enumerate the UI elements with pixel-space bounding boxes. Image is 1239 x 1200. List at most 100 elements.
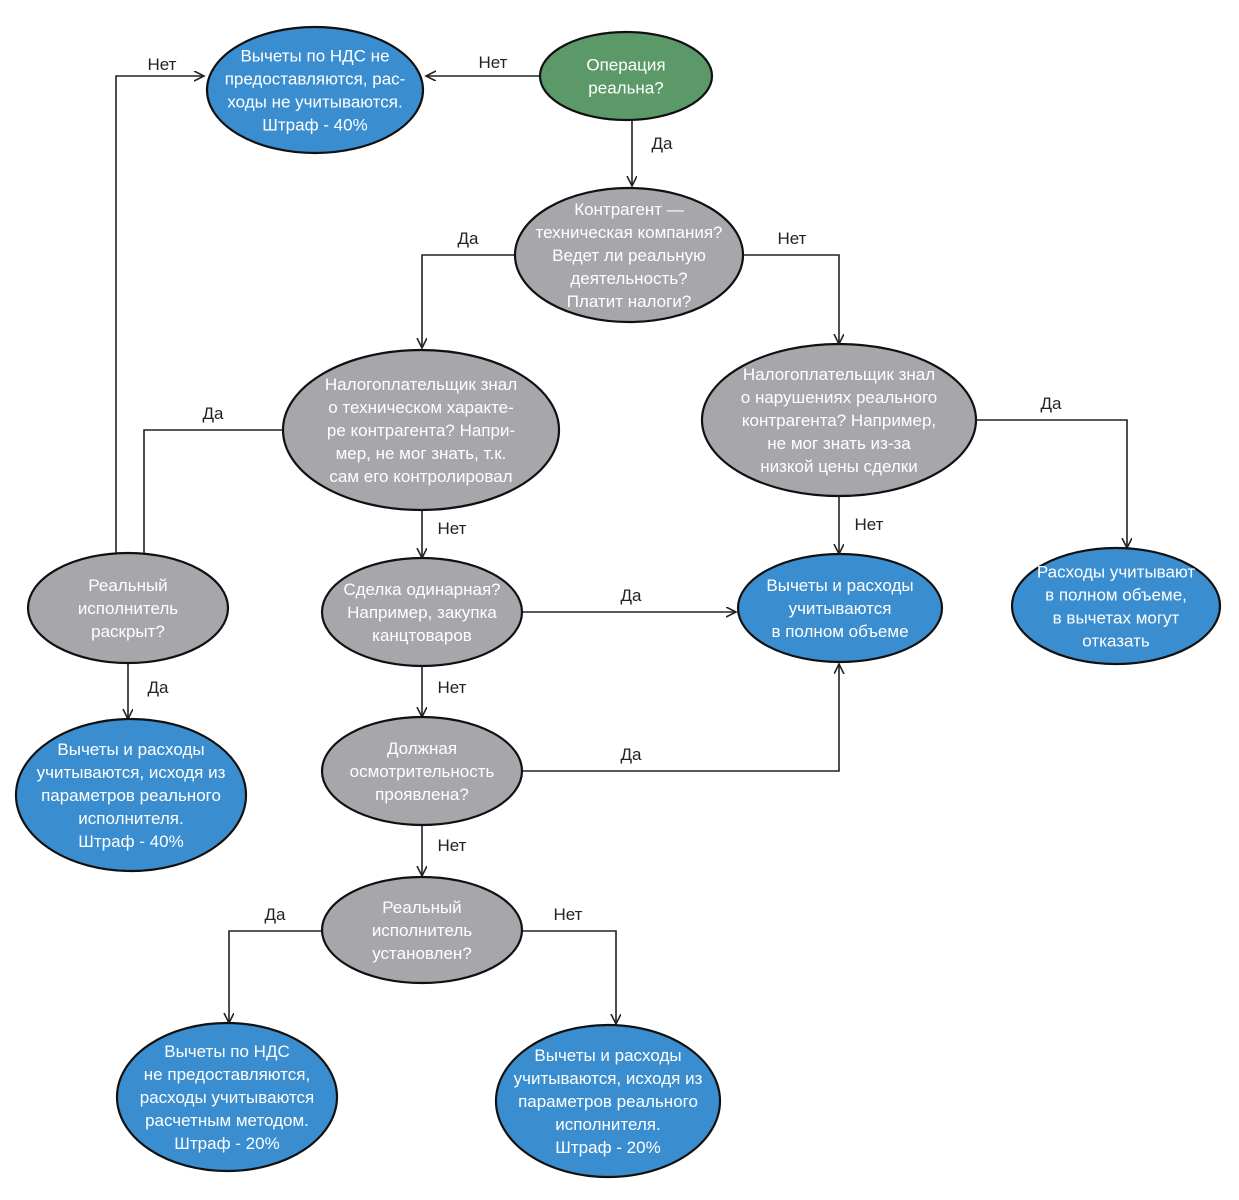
node-text-line: реальна? [588,79,663,98]
node-text-line: Расходы учитывают [1037,563,1196,582]
node-n2-outcome: Вычеты по НДС не предоставляются, рас-ход… [205,25,425,155]
outcome-ellipse [494,1023,722,1179]
node-text-line: учитываются, исходя из [37,763,226,782]
node-text-line: мер, не мог знать, т.к. [336,444,507,463]
node-text-line: предоставляются, рас- [225,70,406,89]
node-text-line: Налогоплательщик знал [743,365,935,384]
node-text-line: расходы учитываются [140,1088,315,1107]
node-text-line: ре контрагента? Напри- [327,421,515,440]
node-n4-decision: Налогоплательщик знал о техническом харак… [281,348,561,512]
edge-label-n4-n6: Да [203,404,225,423]
node-n8-outcome: Вычеты и расходы учитываются в полном объе… [736,552,944,664]
node-text-line: о техническом характе- [328,398,514,417]
decision-ellipse [26,551,230,665]
edge-label-n5-n9: Да [1041,394,1063,413]
connector-n11-n8 [522,664,839,772]
connectors [115,76,1127,1024]
node-text-line: Должная [387,739,457,758]
node-text-line: ходы не учитываются. [227,93,402,112]
node-text-line: исполнитель [372,921,472,940]
outcome-ellipse [736,552,944,664]
edge-label-n3-n4: Да [458,229,480,248]
outcome-ellipse [115,1021,339,1173]
node-text-line: исполнителя. [78,809,183,828]
node-n5-decision: Налогоплательщик знал о нарушениях реальн… [700,342,978,498]
node-text-line: Вычеты и расходы [534,1046,681,1065]
decision-ellipse [700,342,978,498]
edge-label-n1-n3: Да [652,134,674,153]
connector-n12-n13 [229,930,322,1023]
node-text-line: о нарушениях реального [741,388,937,407]
node-text-line: проявлена? [375,785,469,804]
decision-ellipse [320,875,524,985]
node-text-line: низкой цены сделки [760,457,917,476]
node-text-line: деятельность? [570,269,687,288]
connector-n5-n9 [976,419,1127,548]
connector-n6-n2 [115,76,204,562]
node-text-line: Например, закупка [347,603,497,622]
node-text-line: расчетным методом. [145,1111,309,1130]
node-text-line: Реальный [382,898,461,917]
node-text-line: Сделка одинарная? [343,580,500,599]
node-text-line: учитываются [789,599,892,618]
edge-label-n6-n10: Да [148,678,170,697]
node-text-line: не мог знать из-за [767,434,911,453]
start-ellipse [538,30,714,122]
node-text-line: учитываются, исходя из [514,1069,703,1088]
node-text-line: Платит налоги? [567,292,692,311]
node-n7-decision: Сделка одинарная?Например, закупкаканцто… [320,556,524,668]
node-text-line: параметров реального [518,1092,698,1111]
node-text-line: Вычеты по НДС [164,1042,289,1061]
node-n13-outcome: Вычеты по НДС не предоставляются, расходы … [115,1021,339,1173]
node-text-line: Штраф - 40% [78,832,183,851]
edge-label-n6-n2: Нет [148,55,177,74]
node-text-line: исполнитель [78,599,178,618]
connector-n3-n5 [743,254,839,344]
node-text-line: осмотрительность [350,762,495,781]
edge-label-n1-n2: Нет [479,53,508,72]
node-text-line: техническая компания? [535,223,722,242]
node-text-line: Контрагент — [574,200,684,219]
node-text-line: Налогоплательщик знал [325,375,517,394]
node-text-line: исполнителя. [555,1115,660,1134]
edge-label-n11-n12: Нет [438,836,467,855]
edge-label-n12-n14: Нет [554,905,583,924]
edge-label-n5-n8: Нет [855,515,884,534]
node-text-line: сам его контролировал [329,467,512,486]
decision-ellipse [320,715,524,827]
node-text-line: в полном объеме [771,622,908,641]
node-text-line: Штраф - 20% [174,1134,279,1153]
node-text-line: Ведет ли реальную [552,246,706,265]
edge-label-n11-n8: Да [621,745,643,764]
node-text-line: раскрыт? [91,622,165,641]
connector-n3-n4 [422,254,515,348]
node-n14-outcome: Вычеты и расходы учитываются, исходя из па… [494,1023,722,1179]
edge-label-n3-n5: Нет [778,229,807,248]
node-n12-decision: Реальный исполнитель установлен? [320,875,524,985]
node-text-line: Штраф - 20% [555,1138,660,1157]
node-n3-decision: Контрагент — техническая компания? Ведет л… [513,186,745,324]
outcome-ellipse [1010,546,1222,666]
outcome-ellipse [14,717,248,873]
node-text-line: не предоставляются, [144,1065,310,1084]
node-text-line: Реальный [88,576,167,595]
node-text-line: установлен? [372,944,472,963]
node-text-line: в полном объеме, [1045,586,1187,605]
decision-ellipse [281,348,561,512]
edge-label-n4-n7: Нет [438,519,467,538]
node-n9-outcome: Расходы учитывают в полном объеме, в вычет… [1010,546,1222,666]
decision-ellipse [320,556,524,668]
edge-label-n7-n11: Нет [438,678,467,697]
connector-n4-n6 [144,429,283,565]
edge-label-n7-n8: Да [621,586,643,605]
node-text-line: параметров реального [41,786,221,805]
node-text-line: Вычеты и расходы [766,576,913,595]
node-text-line: в вычетах могут [1053,609,1180,628]
node-n6-decision: Реальный исполнитель раскрыт? [26,551,230,665]
node-text-line: Вычеты по НДС не [240,47,389,66]
